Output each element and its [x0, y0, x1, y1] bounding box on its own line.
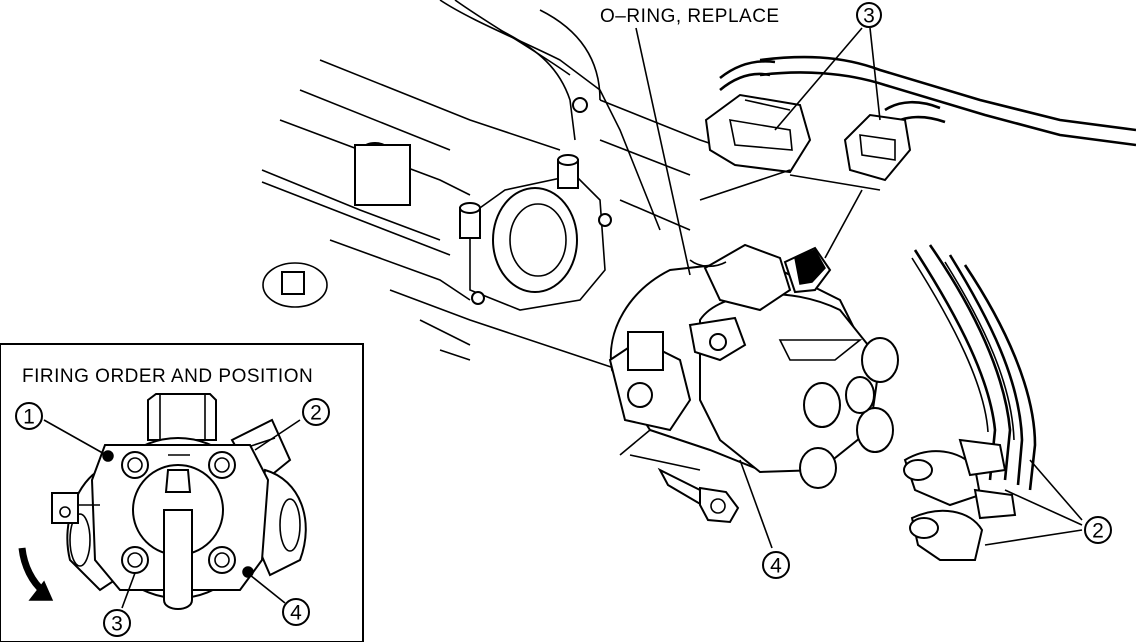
callout-1: 1: [15, 402, 43, 430]
callout-2-main-text: 2: [1092, 520, 1104, 543]
firing-order-inset: FIRING ORDER AND POSITION: [0, 343, 364, 642]
inset-title: FIRING ORDER AND POSITION: [22, 366, 313, 387]
connector-right: [843, 113, 912, 182]
distributor-main: [608, 243, 899, 489]
callout-2-inset-text: 2: [310, 402, 322, 425]
spark-plug-wires: [903, 244, 1037, 561]
callout-3-main-text: 3: [863, 5, 875, 28]
oring-label: O–RING, REPLACE: [600, 6, 780, 27]
callout-4-inset-text: 4: [290, 602, 302, 625]
callout-1-text: 1: [23, 406, 35, 429]
connector-left: [704, 93, 812, 174]
callout-4-main: 4: [762, 551, 790, 579]
cylinder-head: [261, 0, 761, 371]
callout-2-inset: 2: [302, 398, 330, 426]
callout-3-main: 3: [856, 2, 882, 28]
callout-4-main-text: 4: [770, 555, 782, 578]
callout-3-inset-text: 3: [111, 613, 123, 636]
callout-2-main: 2: [1084, 516, 1112, 544]
callout-4-inset: 4: [282, 598, 310, 626]
callout-3-inset: 3: [103, 609, 131, 637]
mounting-bolt: [657, 467, 740, 524]
